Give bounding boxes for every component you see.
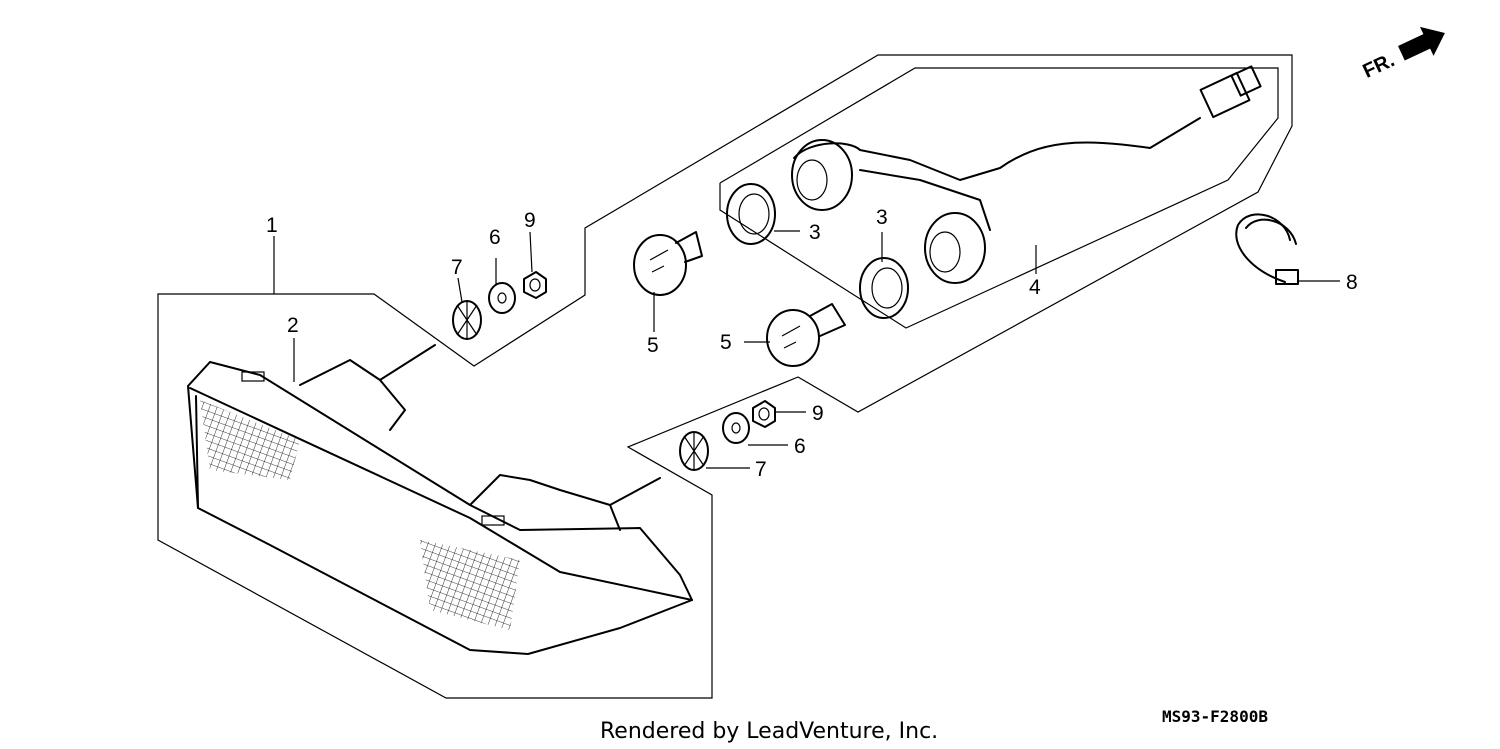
callout-3-lower: 3 bbox=[876, 206, 888, 229]
callout-6-lower: 6 bbox=[794, 435, 806, 458]
callout-7-lower: 7 bbox=[755, 458, 767, 481]
callout-9-lower: 9 bbox=[812, 402, 824, 425]
callout-7-upper: 7 bbox=[451, 256, 463, 279]
callout-3-upper: 3 bbox=[809, 221, 821, 244]
diagram-code: MS93-F2800B bbox=[1162, 707, 1268, 726]
gasket-lower bbox=[859, 257, 909, 319]
grommet-lower bbox=[679, 431, 709, 471]
leader-lines bbox=[273, 230, 1340, 469]
callout-8: 8 bbox=[1346, 271, 1358, 294]
front-label: FR. bbox=[1360, 49, 1398, 83]
tail-light-housing bbox=[187, 344, 693, 655]
wiring-harness bbox=[791, 65, 1262, 284]
washer-lower bbox=[722, 412, 750, 444]
callout-2: 2 bbox=[287, 314, 299, 337]
nut-lower bbox=[752, 400, 776, 428]
grommet-upper bbox=[452, 300, 482, 340]
bulb-upper bbox=[633, 231, 703, 296]
front-indicator: FR. bbox=[1360, 26, 1445, 83]
arrow-right-icon bbox=[1398, 26, 1445, 61]
gasket-upper bbox=[726, 183, 776, 245]
callout-4: 4 bbox=[1029, 276, 1041, 299]
band-clip bbox=[1235, 213, 1299, 285]
assembly-outline-4 bbox=[719, 67, 1279, 329]
callout-9-upper: 9 bbox=[524, 209, 536, 232]
callout-1: 1 bbox=[266, 214, 278, 237]
callout-6-upper: 6 bbox=[489, 226, 501, 249]
nut-upper bbox=[523, 271, 547, 299]
washer-upper bbox=[488, 282, 516, 314]
credit-text: Rendered by LeadVenture, Inc. bbox=[600, 719, 938, 744]
bulb-lower bbox=[766, 303, 846, 367]
assembly-outline-1 bbox=[157, 54, 1293, 699]
callout-5-lower: 5 bbox=[720, 331, 732, 354]
callout-5-upper: 5 bbox=[647, 334, 659, 357]
